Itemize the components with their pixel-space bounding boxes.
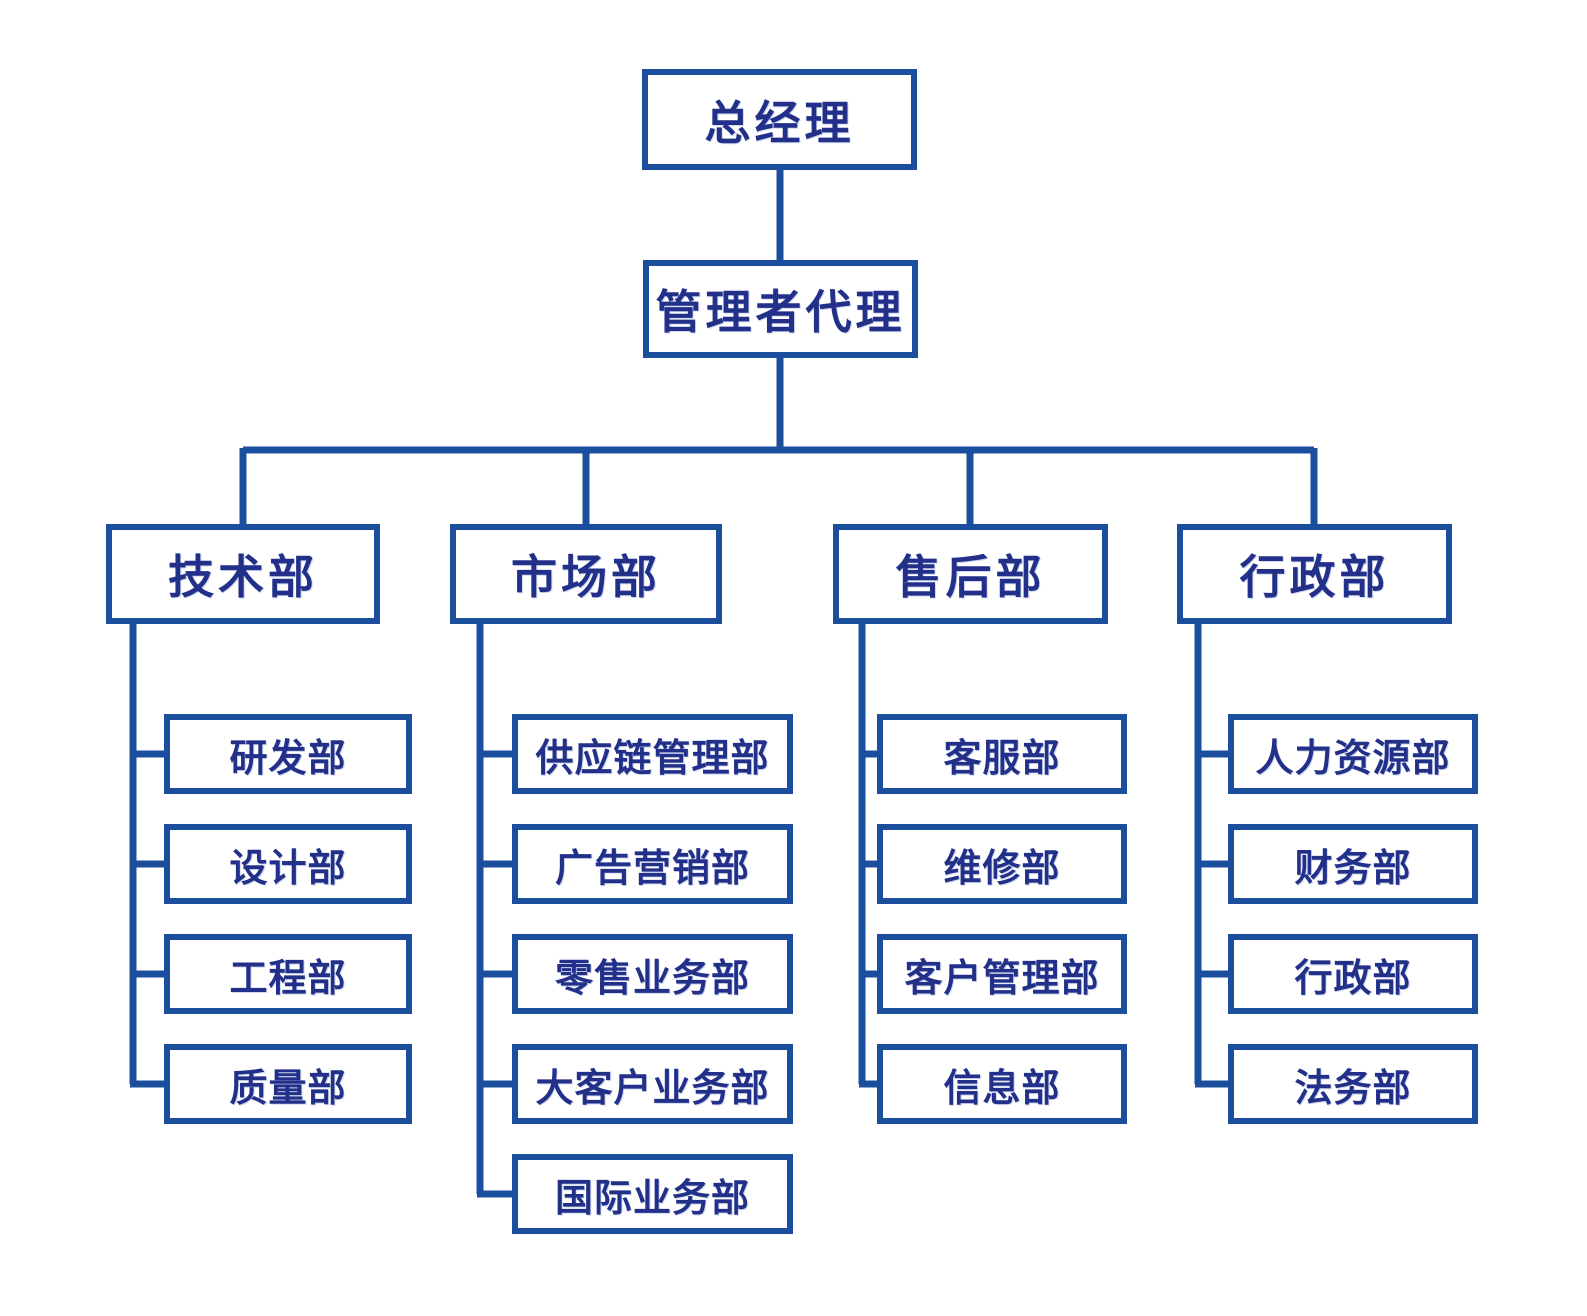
node-key-account-dept: 大客户业务部 bbox=[512, 1044, 793, 1124]
node-general-manager: 总经理 bbox=[642, 69, 917, 170]
node-design-dept: 设计部 bbox=[164, 824, 412, 904]
node-maintenance-dept: 维修部 bbox=[877, 824, 1127, 904]
node-dept-administration: 行政部 bbox=[1177, 524, 1452, 624]
node-dept-after-sales: 售后部 bbox=[833, 524, 1108, 624]
connector-admin-branch bbox=[1194, 622, 1231, 1088]
node-information-dept: 信息部 bbox=[877, 1044, 1127, 1124]
connector-deputy-to-departments bbox=[239, 356, 1318, 527]
node-advertising-dept: 广告营销部 bbox=[512, 824, 793, 904]
node-management-representative: 管理者代理 bbox=[643, 260, 918, 358]
node-dept-marketing: 市场部 bbox=[450, 524, 722, 624]
connector-tech-branch bbox=[129, 622, 167, 1088]
node-customer-service-dept: 客服部 bbox=[877, 714, 1127, 794]
connector-marketing-branch bbox=[476, 622, 515, 1198]
node-quality-dept: 质量部 bbox=[164, 1044, 412, 1124]
node-supply-chain-dept: 供应链管理部 bbox=[512, 714, 793, 794]
node-engineering-dept: 工程部 bbox=[164, 934, 412, 1014]
node-rnd-dept: 研发部 bbox=[164, 714, 412, 794]
node-customer-management-dept: 客户管理部 bbox=[877, 934, 1127, 1014]
node-finance-dept: 财务部 bbox=[1228, 824, 1478, 904]
node-retail-dept: 零售业务部 bbox=[512, 934, 793, 1014]
node-international-dept: 国际业务部 bbox=[512, 1154, 793, 1234]
node-hr-dept: 人力资源部 bbox=[1228, 714, 1478, 794]
node-legal-dept: 法务部 bbox=[1228, 1044, 1478, 1124]
node-dept-technology: 技术部 bbox=[106, 524, 380, 624]
node-admin-office-dept: 行政部 bbox=[1228, 934, 1478, 1014]
connector-aftersales-branch bbox=[858, 622, 880, 1088]
